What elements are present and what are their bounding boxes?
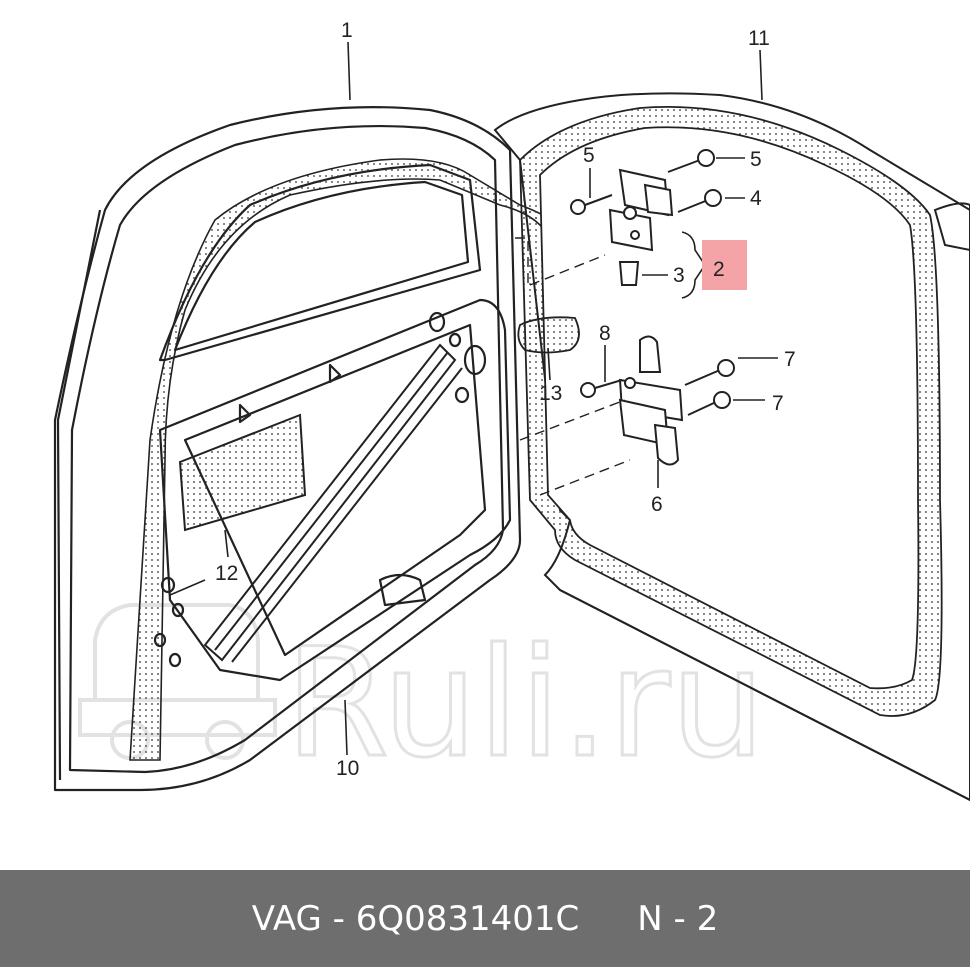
callout-5-left: 5 [583,144,595,167]
callout-6: 6 [651,493,663,516]
insulation-pad [178,413,307,532]
watermark-text: Ruli.ru [285,617,765,791]
callout-12: 12 [215,562,238,585]
hinge-bolts-lower [580,359,735,416]
callout-3: 3 [673,264,685,287]
parts-diagram: Ruli.ru [53,19,970,802]
upper-hinge [608,168,674,286]
callout-7-bottom: 7 [772,392,784,415]
brand-label: VAG [251,898,322,939]
reinforcement-bar [203,343,463,663]
callout-1: 1 [341,19,353,42]
separator: - [321,898,356,939]
callout-10: 10 [336,757,359,780]
highlight-box [702,240,747,290]
leader-lines [169,41,778,756]
callout-4: 4 [750,187,762,210]
callout-2: 2 [713,258,725,281]
lower-hinge [618,335,684,466]
callout-labels: 1 2 3 4 5 5 6 7 7 8 10 11 12 13 [215,19,796,780]
hinge-bolts-upper [570,149,722,215]
callout-11: 11 [748,27,770,50]
bump-stop [517,316,580,354]
watermark: Ruli.ru [78,603,767,793]
callout-13: 13 [539,382,562,405]
assembly-lines [515,237,631,496]
part-info-footer: VAG - 6Q0831401C N - 2 [0,870,970,967]
callout-8: 8 [599,322,611,345]
callout-5-right: 5 [750,148,762,171]
part-number: 6Q0831401C [355,898,580,939]
position-label: N - 2 [637,898,719,939]
callout-7-top: 7 [784,348,796,371]
